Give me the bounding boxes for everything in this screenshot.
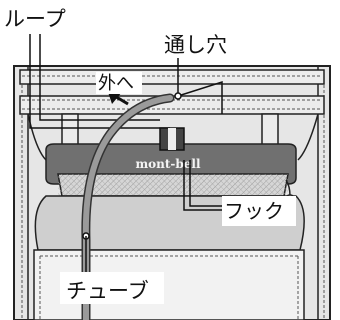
hook-callout-line	[183, 160, 224, 211]
hook-label: フック	[224, 199, 284, 223]
tube	[81, 93, 175, 320]
brand-logo-text: mont-bell	[135, 157, 201, 171]
outside-label: 外へ	[98, 73, 134, 94]
hole-label: 通し穴	[164, 33, 227, 57]
hole-callout-line	[174, 58, 223, 114]
tube-label: チューブ	[66, 279, 149, 303]
loop-label: ループ	[4, 7, 66, 31]
